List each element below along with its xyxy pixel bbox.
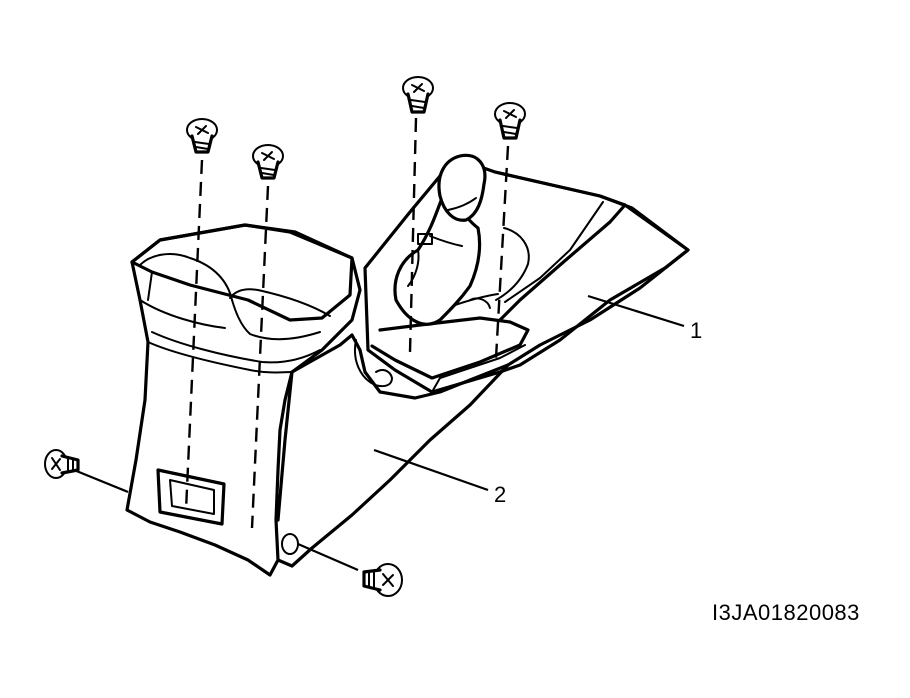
- callout-label-1: 1: [690, 318, 702, 343]
- screw-icon: [402, 76, 434, 114]
- front-console-part-1: [363, 153, 690, 394]
- screw-icon: [186, 118, 218, 154]
- rear-console-part-2: [125, 223, 510, 577]
- figure-id: I3JA01820083: [712, 600, 860, 625]
- side-screw-icon: [362, 563, 403, 597]
- callout-2: 2: [373, 448, 506, 507]
- screw-icon: [494, 102, 526, 140]
- rear-screw-icon: [44, 449, 80, 479]
- callout-1: 1: [587, 294, 702, 343]
- screw-icon: [252, 144, 284, 180]
- callout-label-2: 2: [494, 482, 506, 507]
- installation-guides: [73, 117, 510, 572]
